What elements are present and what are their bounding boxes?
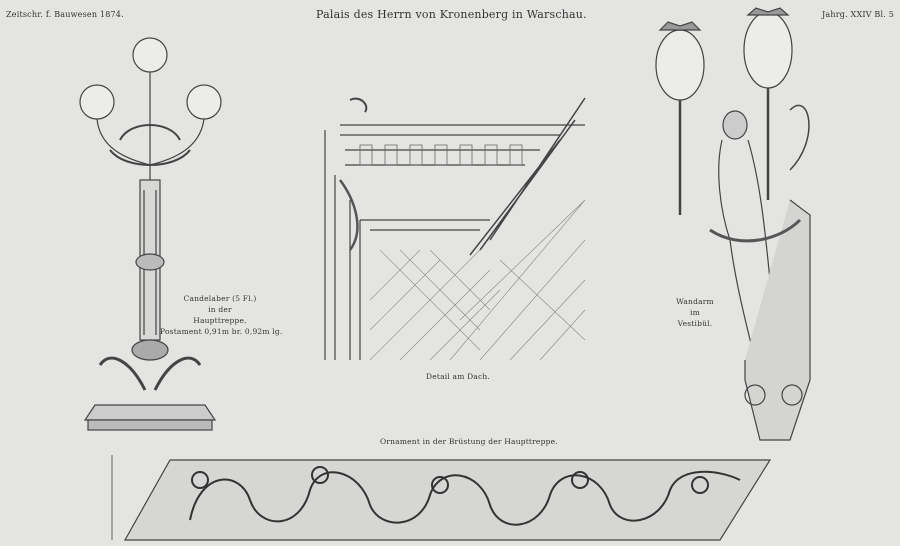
wall-arm-drawing — [655, 7, 811, 441]
caption-line: Postament 0,91m br. 0,92m lg. — [160, 327, 283, 336]
roof-detail-drawing — [324, 97, 586, 361]
ornament-caption: Ornament in der Brüstung der Haupttreppe… — [380, 437, 558, 446]
dach-caption: Detail am Dach. — [426, 372, 490, 381]
caption-line: Vestibül. — [677, 319, 713, 328]
caption-line: im — [690, 308, 700, 317]
caption-line: Candelaber (5 Fl.) — [183, 294, 257, 303]
wandarm-caption: Wandarm im Vestibül. — [660, 296, 730, 329]
page-title: Palais des Herrn von Kronenberg in Warsc… — [316, 8, 587, 21]
header-left: Zeitschr. f. Bauwesen 1874. — [6, 10, 124, 19]
caption-line: Haupttreppe. — [193, 316, 247, 325]
candelaber-caption: Candelaber (5 Fl.) in der Haupttreppe. P… — [160, 293, 283, 337]
header-right: Jahrg. XXIV Bl. 5 — [822, 10, 895, 19]
caption-line: Wandarm — [676, 297, 714, 306]
caption-line: in der — [208, 305, 232, 314]
ornament-frieze-drawing — [111, 455, 772, 541]
candelabrum-drawing — [79, 37, 222, 431]
